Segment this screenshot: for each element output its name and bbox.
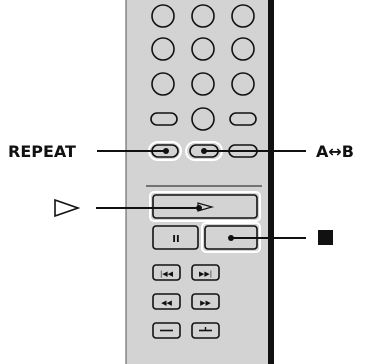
fast-forward-button[interactable] — [191, 293, 220, 310]
pause-button-glyph: II — [172, 234, 179, 245]
prev-track-button[interactable] — [152, 264, 181, 281]
center-round-button[interactable] — [191, 107, 215, 131]
remote-right-edge — [268, 0, 274, 364]
number-button[interactable] — [231, 37, 255, 61]
extra-button-row — [150, 107, 257, 131]
stop-callout-symbol — [318, 230, 333, 245]
number-button[interactable] — [151, 72, 175, 96]
repeat-callout-label: REPEAT — [8, 142, 76, 161]
play-button-highlight — [149, 191, 261, 222]
number-button-grid — [151, 4, 255, 96]
number-button[interactable] — [151, 37, 175, 61]
ab-callout-label: A↔B — [316, 142, 354, 161]
next-track-button[interactable] — [191, 264, 220, 281]
number-button[interactable] — [231, 72, 255, 96]
repeat-leader-dot — [163, 148, 169, 154]
number-button[interactable] — [151, 4, 175, 28]
stop-leader-dot — [228, 235, 234, 241]
rewind-glyph: ◀◀ — [161, 299, 172, 307]
play-leader-dot — [196, 205, 202, 211]
number-button[interactable] — [231, 4, 255, 28]
oval-button-left[interactable] — [150, 112, 178, 126]
play-button[interactable] — [152, 194, 258, 219]
number-button[interactable] — [191, 72, 215, 96]
prev-track-glyph: |◀◀ — [160, 270, 174, 278]
number-button[interactable] — [191, 4, 215, 28]
pause-button[interactable] — [152, 225, 199, 250]
number-button[interactable] — [191, 37, 215, 61]
play-callout-symbol — [54, 198, 81, 218]
ab-leader-dot — [201, 148, 207, 154]
oval-button-right[interactable] — [229, 112, 257, 126]
next-track-glyph: ▶▶| — [199, 270, 212, 278]
rewind-button[interactable] — [152, 293, 181, 310]
fast-forward-glyph: ▶▶ — [200, 299, 211, 307]
